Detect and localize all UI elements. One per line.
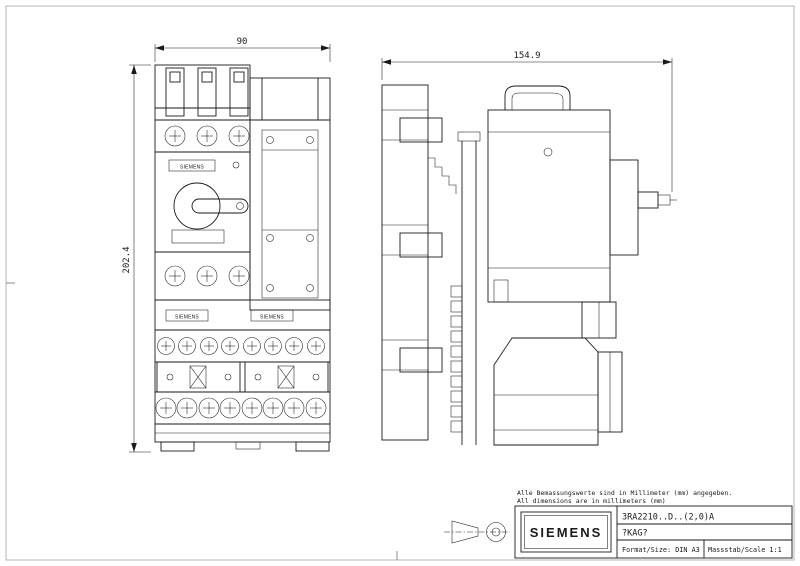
coupling-block [581, 301, 617, 339]
projection-symbol [444, 520, 510, 544]
clamp-stack [450, 285, 463, 433]
base-and-feet [154, 423, 331, 452]
scale-label: Massstab/Scale 1:1 [708, 546, 782, 554]
cone-frustum-icon [451, 520, 479, 544]
siemens-logo: SIEMENS [520, 511, 612, 553]
order-code: ?KAG? [622, 529, 648, 539]
dimension-side-depth: 154.9 [381, 51, 673, 192]
link-module-top [249, 77, 331, 121]
terminal-screws-row-2 [154, 251, 251, 301]
front-view: SIEMENS SIEMENS SIEMENS [154, 64, 331, 452]
circuit-breaker-body: SIEMENS [154, 151, 251, 253]
wire-hook [504, 85, 571, 110]
title-block: SIEMENS 3RA2210..D..(2,0)A ?KAG? Format/… [514, 505, 793, 559]
terminal-screws-row-1 [154, 119, 251, 153]
rotary-handle [173, 182, 249, 230]
drawing-notes: Alle Bemassungswerte sind in Millimeter … [517, 489, 732, 505]
contactor-bodies [156, 361, 329, 393]
mounting-plate-profile [381, 84, 457, 441]
format-label: Format/Size: DIN A3 [622, 546, 700, 554]
dimension-front-height: 202.4 [122, 64, 151, 453]
dimension-value-depth: 154.9 [513, 51, 540, 61]
rating-nameplate [171, 229, 225, 244]
siemens-logo-text: SIEMENS [530, 525, 603, 540]
device-brand-label: SIEMENS [175, 315, 199, 321]
contactor-side-profile [493, 337, 623, 446]
dimension-value-width: 90 [237, 37, 248, 47]
contactor-terminals-bottom [155, 391, 330, 425]
note-english: All dimensions are in millimeters (mm) [517, 497, 666, 505]
note-german: Alle Bemassungswerte sind in Millimeter … [517, 489, 732, 497]
part-number: 3RA2210..D..(2,0)A [622, 513, 714, 523]
contactor-top-band: SIEMENS SIEMENS [154, 299, 331, 331]
side-view [381, 84, 677, 446]
rail-column [450, 131, 481, 445]
breaker-side-profile [487, 85, 677, 303]
rotary-shaft [637, 191, 677, 209]
device-brand-label: SIEMENS [180, 165, 204, 171]
drawing-frame [5, 5, 795, 561]
device-brand-label: SIEMENS [260, 315, 284, 321]
electrical-link-module [249, 119, 331, 311]
dimension-front-width: 90 [154, 37, 331, 62]
projection-circle-icon [486, 522, 506, 542]
breaker-top-terminals [154, 64, 251, 121]
dimension-value-height: 202.4 [122, 246, 132, 273]
